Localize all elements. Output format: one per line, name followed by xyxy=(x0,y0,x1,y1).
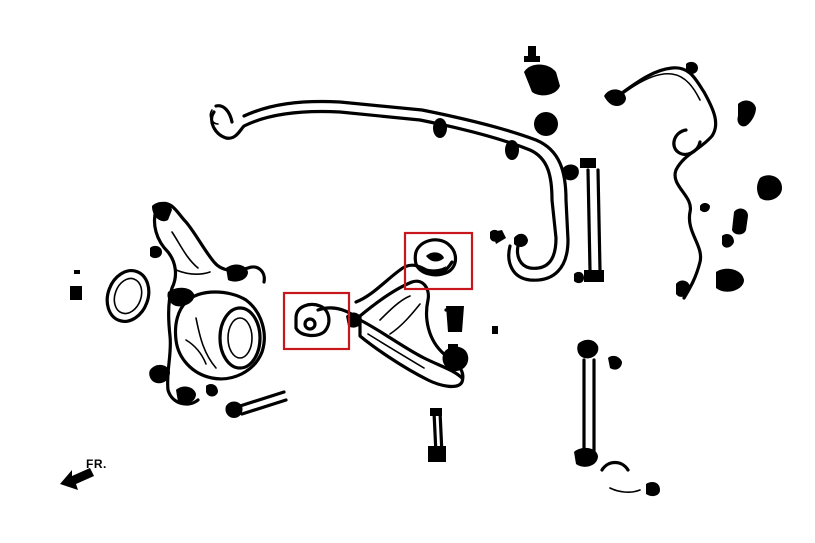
stabilizer-bushing xyxy=(505,140,519,160)
front-direction-arrow-icon xyxy=(60,468,94,490)
knuckle-bolt xyxy=(225,390,288,418)
highlight-box-front-bushing xyxy=(282,291,351,351)
highlight-box-rear-bushing xyxy=(403,231,474,291)
snap-ring xyxy=(105,269,151,323)
stabilizer-link-lower xyxy=(574,339,660,497)
small-cap xyxy=(70,270,82,300)
direction-label: FR. xyxy=(86,457,107,471)
stabilizer-bar xyxy=(209,99,570,282)
stabilizer-link-upper xyxy=(562,158,604,284)
ball-joint-parts xyxy=(428,306,464,462)
stabilizer-bushing xyxy=(433,118,447,138)
abs-sensor-harness xyxy=(610,61,718,300)
steering-knuckle xyxy=(149,201,266,406)
lower-control-arm xyxy=(294,238,469,389)
small-parts-cluster xyxy=(490,46,782,334)
